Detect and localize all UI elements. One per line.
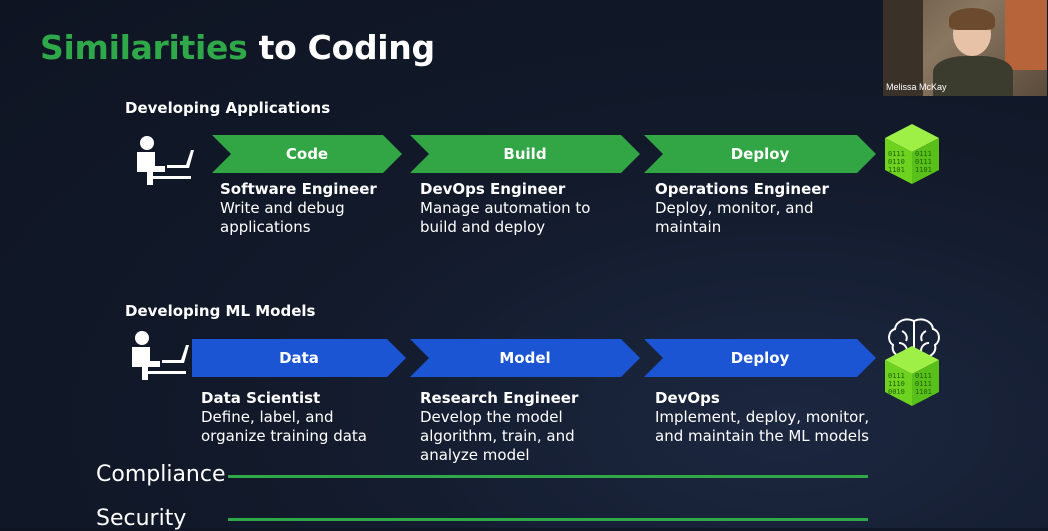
role-data-scientist: Data Scientist Define, label, and organi…	[201, 389, 401, 446]
svg-text:1101: 1101	[888, 166, 905, 174]
role-desc: Develop the model algorithm, train, and …	[420, 408, 575, 464]
speaker-name: Melissa McKay	[886, 82, 947, 92]
svg-text:1110: 1110	[888, 380, 905, 388]
role-devops: DevOps Implement, deploy, monitor, and m…	[655, 389, 875, 446]
role-title: Operations Engineer	[655, 180, 829, 198]
speaker-video-tile[interactable]: Melissa McKay	[883, 0, 1047, 96]
role-desc: Manage automation to build and deploy	[420, 199, 591, 236]
step-data-arrow: Data	[192, 339, 406, 377]
svg-text:0010: 0010	[888, 388, 905, 396]
svg-text:0111: 0111	[888, 372, 905, 380]
section-label-apps: Developing Applications	[125, 99, 331, 117]
role-desc: Define, label, and organize training dat…	[201, 408, 368, 445]
slide-title: Similarities to Coding	[40, 28, 435, 67]
step-deploy-ml-arrow: Deploy	[644, 339, 876, 377]
developer-at-laptop-icon	[132, 331, 189, 380]
role-title: Research Engineer	[420, 389, 579, 407]
role-desc: Write and debug applications	[220, 199, 345, 236]
role-devops-engineer: DevOps Engineer Manage automation to bui…	[420, 180, 620, 237]
title-accent: Similarities	[40, 28, 248, 67]
role-title: DevOps	[655, 389, 720, 407]
video-bg-art	[1005, 0, 1047, 70]
video-bg-shelf	[883, 0, 923, 96]
role-title: Data Scientist	[201, 389, 321, 407]
section-label-ml: Developing ML Models	[125, 302, 316, 320]
speaker-hair	[949, 8, 995, 30]
svg-text:0111: 0111	[915, 158, 932, 166]
step-build-arrow: Build	[410, 135, 640, 173]
step-model-arrow: Model	[410, 339, 640, 377]
svg-text:0111: 0111	[915, 372, 932, 380]
svg-text:0111: 0111	[915, 150, 932, 158]
track-line-security	[228, 518, 868, 521]
step-deploy-arrow: Deploy	[644, 135, 876, 173]
role-desc: Implement, deploy, monitor, and maintain…	[655, 408, 870, 445]
svg-text:1101: 1101	[915, 166, 932, 174]
role-research-engineer: Research Engineer Develop the model algo…	[420, 389, 615, 465]
svg-text:1101: 1101	[915, 388, 932, 396]
role-title: DevOps Engineer	[420, 180, 566, 198]
track-label-security: Security	[96, 506, 187, 531]
step-code-arrow: Code	[212, 135, 402, 173]
title-rest: to Coding	[247, 28, 435, 67]
role-title: Software Engineer	[220, 180, 377, 198]
svg-text:0111: 0111	[888, 150, 905, 158]
svg-text:0111: 0111	[915, 380, 932, 388]
speaker-body	[933, 56, 1013, 96]
role-desc: Deploy, monitor, and maintain	[655, 199, 814, 236]
developer-at-laptop-icon	[137, 136, 194, 185]
role-software-engineer: Software Engineer Write and debug applic…	[220, 180, 405, 237]
track-label-compliance: Compliance	[96, 462, 226, 487]
track-line-compliance	[228, 475, 868, 478]
svg-text:0110: 0110	[888, 158, 905, 166]
role-operations-engineer: Operations Engineer Deploy, monitor, and…	[655, 180, 840, 237]
